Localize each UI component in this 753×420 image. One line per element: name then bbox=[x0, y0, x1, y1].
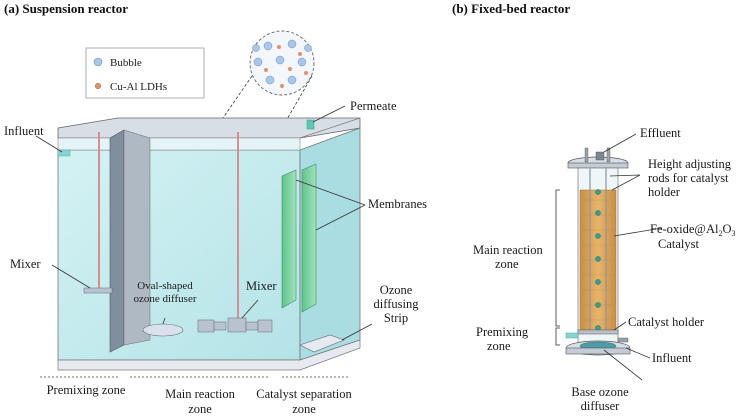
label-influent-a: Influent bbox=[4, 124, 44, 138]
catalyst-holder bbox=[577, 329, 619, 335]
label-base-diffuser-line1: Base ozone bbox=[571, 385, 629, 399]
label-catalyst-holder: Catalyst holder bbox=[628, 315, 705, 329]
label-ozone-line3: Strip bbox=[384, 311, 408, 325]
left-mixer-blade bbox=[83, 287, 113, 294]
bubble-icon bbox=[93, 57, 103, 67]
fixed-bed-column bbox=[565, 147, 631, 356]
label-main-zone-line2: zone bbox=[495, 257, 519, 271]
label-premix-line2: zone bbox=[487, 339, 511, 353]
label-permeate: Permeate bbox=[350, 99, 397, 113]
panel-a-title: (a) Suspension reactor bbox=[4, 1, 128, 16]
label-catalyst-formula: Fe-oxide@Al2O3 bbox=[650, 222, 735, 238]
zone-main-line2: zone bbox=[188, 402, 212, 416]
oval-ozone-diffuser bbox=[142, 323, 184, 337]
label-influent-b: Influent bbox=[652, 351, 692, 365]
center-mixer-impeller bbox=[197, 317, 273, 333]
label-base-diffuser-line2: diffuser bbox=[581, 399, 620, 413]
label-ozone-line2: diffusing bbox=[374, 297, 420, 311]
label-membranes: Membranes bbox=[368, 197, 427, 211]
zone-main-line1: Main reaction bbox=[165, 387, 236, 401]
label-rods-line1: Height adjusting bbox=[648, 157, 732, 171]
ldh-particle-icon bbox=[94, 82, 102, 90]
center-mixer-shaft bbox=[237, 132, 239, 322]
magnifier-bubble-zoom bbox=[179, 30, 315, 201]
membrane-modules bbox=[281, 163, 317, 313]
label-mixer-left: Mixer bbox=[10, 257, 41, 271]
baffle-plate bbox=[109, 129, 125, 353]
panel-a-suspension-reactor: (a) Suspension reactor Bubble Cu-Al LDHs bbox=[4, 1, 427, 416]
zone-premixing: Premixing zone bbox=[47, 383, 126, 397]
label-rods-line2: rods for catalyst bbox=[648, 171, 729, 185]
label-mixer-center: Mixer bbox=[246, 279, 277, 293]
zone-brackets-b bbox=[555, 189, 560, 346]
rod-markers bbox=[595, 189, 601, 331]
suspension-tank bbox=[57, 117, 361, 371]
left-mixer-shaft bbox=[98, 132, 100, 292]
panel-b-title: (b) Fixed-bed reactor bbox=[452, 1, 570, 16]
panel-b-fixed-bed-reactor: (b) Fixed-bed reactor bbox=[452, 1, 735, 413]
label-oval-diffuser-line1: Oval-shaped bbox=[137, 280, 193, 292]
panel-a-leader-lines bbox=[35, 105, 373, 341]
label-effluent: Effluent bbox=[640, 126, 681, 140]
label-oval-diffuser-line2: ozone diffuser bbox=[133, 293, 196, 305]
influent-pipe bbox=[57, 149, 71, 157]
label-ozone-line1: Ozone bbox=[380, 283, 413, 297]
zone-catalyst-line1: Catalyst separation bbox=[256, 387, 352, 401]
legend-ldh-label: Cu-Al LDHs bbox=[110, 81, 167, 93]
label-rods-line3: holder bbox=[648, 185, 681, 199]
zone-catalyst-line2: zone bbox=[292, 402, 316, 416]
legend-box: Bubble Cu-Al LDHs bbox=[85, 47, 205, 99]
legend-bubble-label: Bubble bbox=[110, 57, 142, 69]
label-catalyst-line2: Catalyst bbox=[658, 237, 699, 251]
panel-b-leader-lines bbox=[603, 133, 663, 381]
ozone-diffusing-strip bbox=[299, 334, 345, 353]
effluent-port bbox=[595, 151, 605, 161]
label-premix-line1: Premixing bbox=[476, 325, 529, 339]
influent-pipe-b bbox=[565, 332, 579, 339]
permeate-port bbox=[306, 119, 315, 130]
label-main-zone-line1: Main reaction bbox=[473, 243, 544, 257]
